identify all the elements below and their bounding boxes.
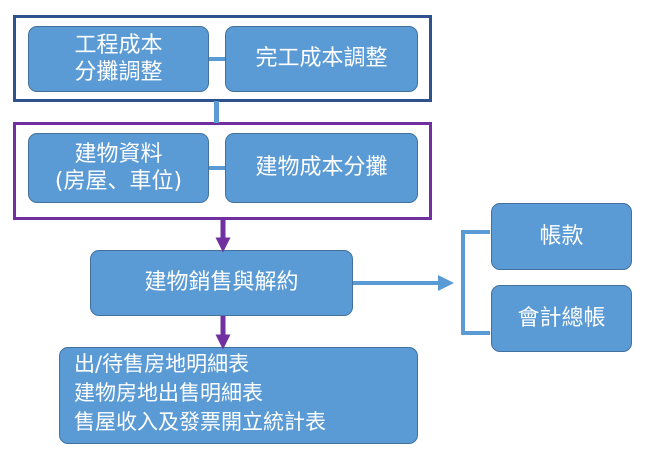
general-ledger-box: 會計總帳 [491,285,632,352]
building-cost-allocation-box: 建物成本分攤 [225,133,418,203]
connector-building-boxes [209,166,225,170]
engineering-cost-allocation-box: 工程成本 分攤調整 [28,26,209,92]
accounts-label: 帳款 [539,223,584,249]
completion-cost-adjustment-label: 完工成本調整 [255,46,388,72]
report-item: 出/待售房地明細表 [74,352,250,376]
building-cost-allocation-label: 建物成本分攤 [255,155,388,181]
completion-cost-adjustment-box: 完工成本調整 [225,26,418,92]
accounts-box: 帳款 [491,203,632,270]
building-data-box: 建物資料 (房屋、車位) [28,133,209,203]
engineering-cost-allocation-label: 工程成本 分攤調整 [74,32,163,86]
connector-cost-boxes [209,57,225,61]
building-data-label: 建物資料 (房屋、車位) [54,141,183,195]
reports-box: 出/待售房地明細表 建物房地出售明細表 售屋收入及發票開立統計表 [59,347,418,444]
report-item: 建物房地出售明細表 [74,380,263,405]
sales-and-termination-label: 建物銷售與解約 [144,270,299,296]
general-ledger-label: 會計總帳 [517,305,606,331]
bracket-accounting [461,230,490,335]
report-item: 售屋收入及發票開立統計表 [74,409,326,434]
connector-between-groups [214,101,219,123]
sales-and-termination-box: 建物銷售與解約 [90,250,353,316]
